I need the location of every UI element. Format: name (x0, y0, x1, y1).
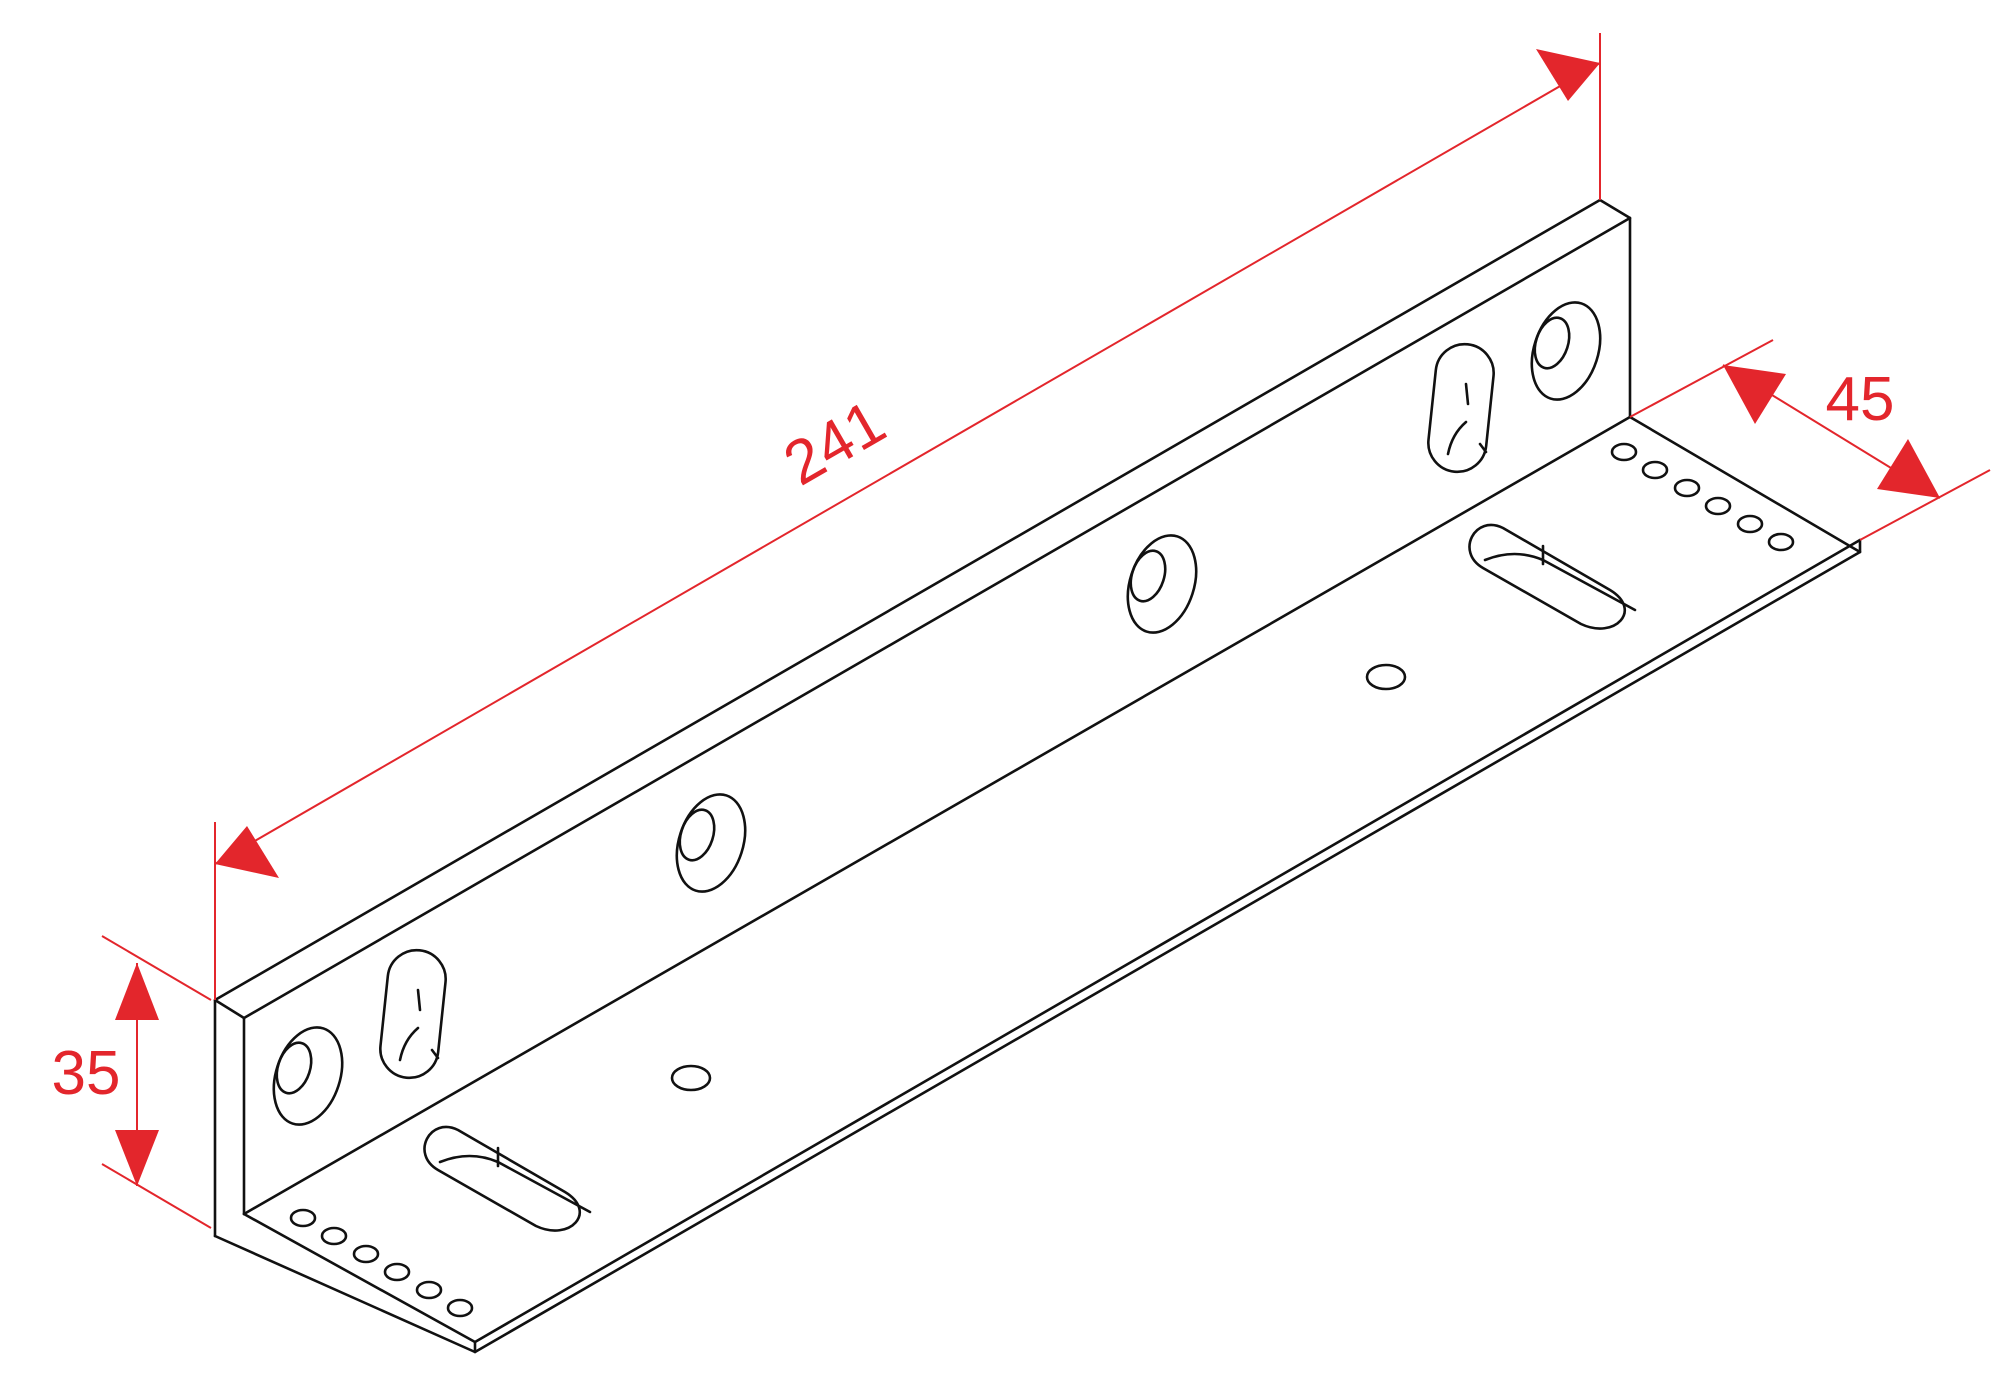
length-label: 241 (773, 388, 897, 499)
l-bracket (213, 198, 1862, 1354)
mounting-hole (1365, 663, 1407, 691)
countersunk-hole (272, 1026, 344, 1126)
small-hole-row (1610, 442, 1795, 552)
height-dimension: 35 (52, 935, 212, 1229)
countersunk-hole (1126, 534, 1198, 634)
mounting-hole (670, 1064, 712, 1092)
inner-bend-line (242, 415, 1632, 1216)
length-dimension: 241 (214, 33, 1601, 1000)
vertical-flange-top-edge (213, 216, 1632, 1020)
width-label: 45 (1826, 365, 1895, 434)
vertical-slot (1427, 342, 1495, 474)
vertical-flange-outer-edges (213, 198, 1632, 1238)
countersunk-hole (1530, 301, 1602, 401)
countersunk-hole (675, 793, 747, 893)
horizontal-flange-edges (213, 415, 1862, 1354)
height-label: 35 (52, 1039, 121, 1108)
small-hole-row (289, 1208, 474, 1318)
horizontal-slot (1468, 523, 1637, 630)
dimension-annotations: 241 45 35 (52, 33, 1991, 1229)
vertical-slot (379, 948, 447, 1080)
width-dimension: 45 (1629, 339, 1991, 541)
horizontal-flange-front-edge (242, 538, 1862, 1344)
horizontal-slot (423, 1125, 592, 1232)
